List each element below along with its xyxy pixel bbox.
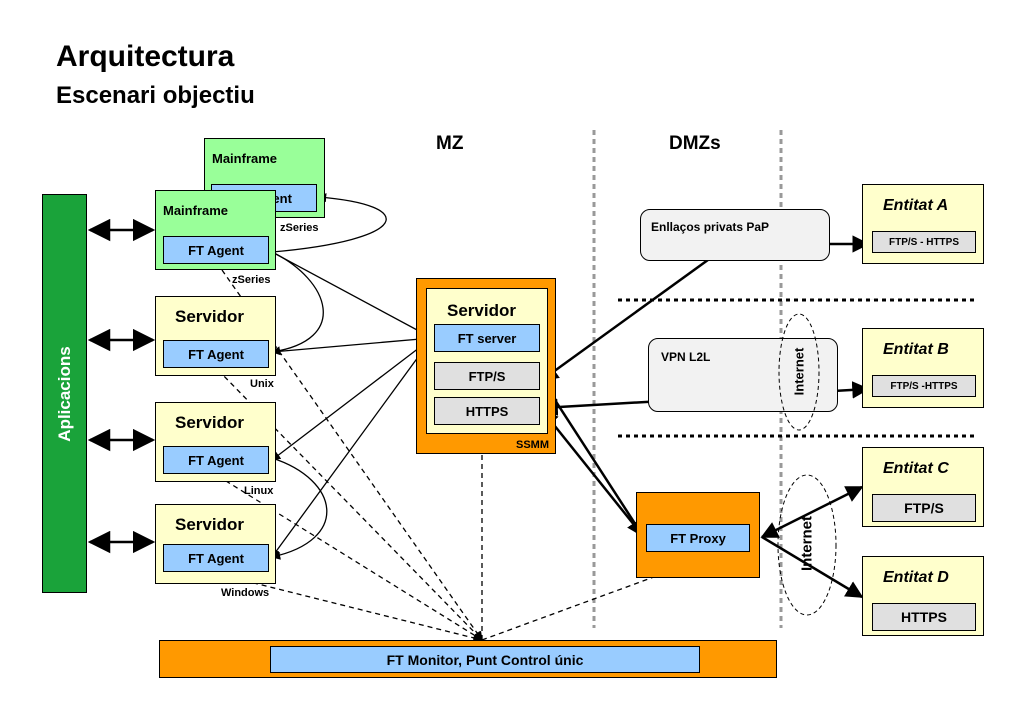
entitat-d-protocol: HTTPS: [872, 603, 976, 631]
mon-windows: [217, 573, 483, 643]
server-windows: Servidor FT Agent: [155, 504, 276, 584]
ft-server-box: FT server: [434, 324, 540, 352]
curve-mf-to-unix: [271, 251, 324, 356]
ssmm-block: Servidor FT server FTP/S HTTPS SSMM: [416, 278, 556, 454]
server-unix-agent: FT Agent: [163, 340, 269, 368]
mainframe-front: Mainframe FT Agent: [155, 190, 276, 270]
link-server-windows: [271, 337, 433, 558]
ssmm-ftps-box: FTP/S: [434, 362, 540, 390]
ssmm-server-label: Servidor: [447, 301, 516, 320]
mainframe-front-label: Mainframe: [163, 203, 229, 218]
server-linux-label: Servidor: [175, 413, 244, 432]
ft-proxy-box: FT Proxy: [646, 524, 750, 552]
internet-2: Internet: [777, 516, 837, 571]
entitat-a: Entitat A FTP/S - HTTPS: [862, 184, 984, 264]
curve-linux-to-windows: [271, 457, 328, 560]
curve-mf-to-mf: [271, 193, 387, 253]
mainframe-front-agent: FT Agent: [163, 236, 269, 264]
link-https-proxy: [540, 408, 644, 537]
page-subtitle: Escenari objectiu: [56, 82, 255, 109]
pap-link-label: Enllaços privats PaP: [651, 220, 770, 234]
link-ftps-proxy: [540, 379, 645, 538]
mon-linux: [217, 475, 483, 641]
server-windows-os: Windows: [221, 587, 270, 599]
mainframe-back-label: Mainframe: [212, 151, 278, 166]
server-linux-agent: FT Agent: [163, 446, 269, 474]
link-mf-server: [271, 251, 433, 339]
applications-bar: Aplicacions: [42, 194, 87, 593]
page-title: Arquitectura: [56, 40, 235, 73]
link-unix-server: [271, 334, 433, 353]
entitat-b-protocol: FTP/S -HTTPS: [872, 375, 976, 397]
entitat-a-name: Entitat A: [883, 197, 949, 214]
ssmm-https-box: HTTPS: [434, 397, 540, 425]
entitat-c: Entitat C FTP/S: [862, 447, 984, 527]
entitat-c-name: Entitat C: [883, 460, 949, 477]
applications-label: Aplicacions: [54, 345, 74, 442]
ft-proxy-block: FT Proxy: [636, 492, 760, 578]
server-linux: Servidor FT Agent: [155, 402, 276, 482]
ft-monitor-block: FT Monitor, Punt Control únic: [159, 640, 777, 678]
ssmm-server: Servidor FT server FTP/S HTTPS: [426, 288, 548, 434]
entitat-c-protocol: FTP/S: [872, 494, 976, 522]
pap-link-box: Enllaços privats PaP: [640, 209, 830, 261]
server-linux-os: Linux: [244, 485, 274, 497]
entitat-b: Entitat B FTP/S -HTTPS: [862, 328, 984, 408]
mainframe-front-os: zSeries: [232, 274, 271, 286]
server-unix: Servidor FT Agent: [155, 296, 276, 376]
zone-mz-label: MZ: [436, 133, 464, 154]
server-unix-label: Servidor: [175, 307, 244, 326]
internet-1-label: Internet: [791, 347, 807, 396]
link-server-linux: [271, 337, 433, 461]
entitat-b-name: Entitat B: [883, 341, 949, 358]
entitat-a-protocol: FTP/S - HTTPS: [872, 231, 976, 253]
ft-monitor-box: FT Monitor, Punt Control únic: [270, 646, 700, 673]
internet-1: Internet: [769, 348, 829, 396]
link-pap-ftps: [540, 242, 731, 382]
ssmm-tag: SSMM: [516, 439, 549, 451]
internet-2-label: Internet: [798, 516, 816, 572]
mon-proxy: [481, 550, 723, 641]
server-unix-os: Unix: [250, 378, 274, 390]
entitat-d: Entitat D HTTPS: [862, 556, 984, 636]
zone-dmz-label: DMZs: [669, 133, 721, 154]
server-windows-label: Servidor: [175, 515, 244, 534]
entitat-d-name: Entitat D: [883, 569, 949, 586]
vpn-link-label: VPN L2L: [661, 350, 711, 364]
server-windows-agent: FT Agent: [163, 544, 269, 572]
mainframe-back-os: zSeries: [280, 222, 319, 234]
